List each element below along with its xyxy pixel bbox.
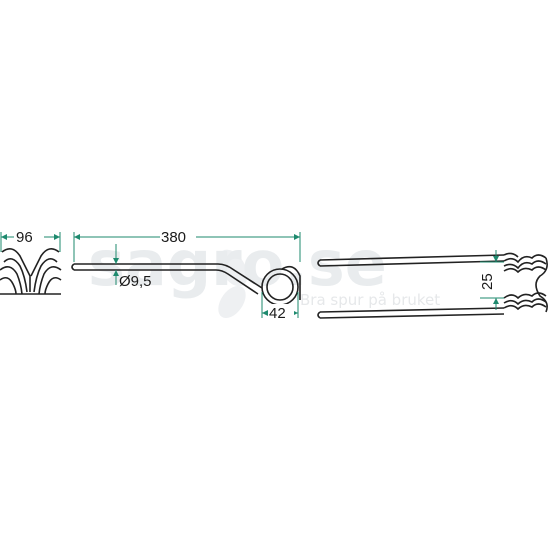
dimension-wire-diameter-label: Ø9,5 (119, 273, 152, 290)
dimension-length: 380 (73, 228, 301, 262)
top-coil-lower (503, 292, 547, 311)
top-coil-upper (503, 252, 548, 313)
front-view-coils (0, 248, 62, 295)
dimension-spacing: 25 (479, 250, 504, 310)
dimension-coil-diameter: 42 (261, 292, 299, 322)
dimension-width: 96 (0, 228, 61, 252)
top-view-tine (317, 252, 548, 319)
dimension-spacing-label: 25 (479, 273, 496, 290)
dimension-length-label: 380 (161, 229, 186, 246)
dimension-wire-diameter: Ø9,5 (113, 244, 152, 290)
dimension-coil-diameter-label: 42 (269, 305, 286, 322)
dimension-width-label: 96 (16, 229, 33, 246)
watermark-tagline: Bra spur på bruket (300, 291, 440, 309)
watermark-leaf-icon (218, 249, 248, 319)
